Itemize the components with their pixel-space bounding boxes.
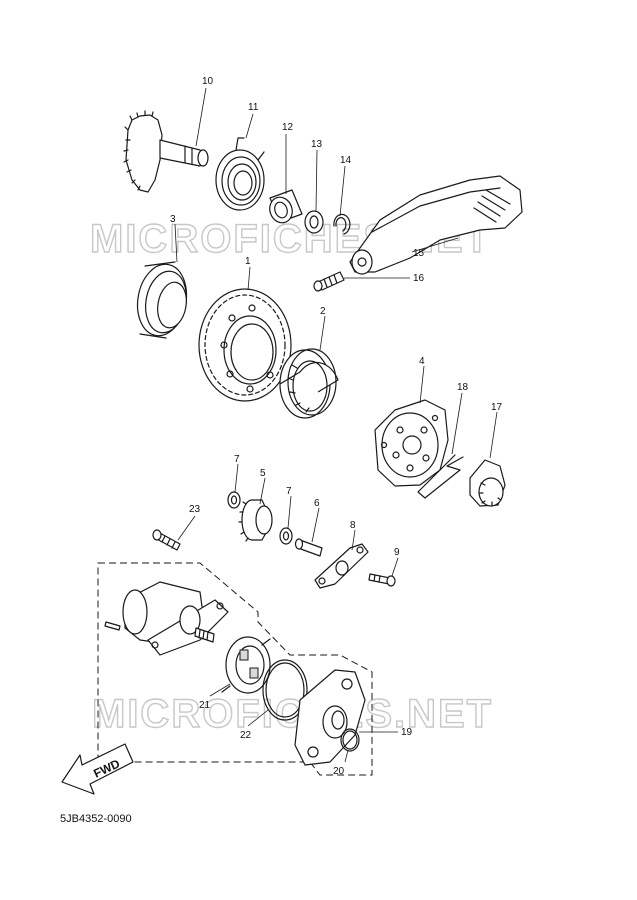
callout-12: 12 xyxy=(282,122,294,133)
callout-8: 8 xyxy=(350,520,356,531)
part-13-washer xyxy=(304,210,324,234)
callout-20: 20 xyxy=(333,766,345,777)
callout-4: 4 xyxy=(419,356,425,367)
part-5-idler-gear xyxy=(238,499,273,542)
watermark-bottom: MICROFICHES.NET xyxy=(92,692,493,736)
callout-9: 9 xyxy=(394,547,400,558)
part-9-bolt xyxy=(368,573,396,587)
part-11-torsion-spring xyxy=(215,137,265,211)
callout-10: 10 xyxy=(202,76,214,87)
callout-16: 16 xyxy=(413,273,425,284)
callout-22: 22 xyxy=(240,730,252,741)
part-1-starter-gear xyxy=(198,288,292,402)
part-14-circlip xyxy=(333,213,351,235)
part-7-washer-b xyxy=(279,527,293,545)
part-3-oil-seal xyxy=(136,261,188,339)
callout-6: 6 xyxy=(314,498,320,509)
callout-11: 11 xyxy=(248,102,259,113)
part-12-collar xyxy=(269,189,303,224)
part-10-kick-shaft xyxy=(123,110,209,193)
part-8-plate xyxy=(314,543,369,589)
callout-18: 18 xyxy=(457,382,469,393)
assembly-boundary xyxy=(97,562,373,776)
part-21-brush-holder xyxy=(221,636,271,694)
callout-23: 23 xyxy=(189,504,201,515)
callout-13: 13 xyxy=(311,139,323,150)
callout-7b: 7 xyxy=(286,486,292,497)
callout-14: 14 xyxy=(340,155,352,166)
starter-end-cover xyxy=(294,669,366,766)
part-2-one-way-clutch xyxy=(279,348,339,419)
part-16-bolt xyxy=(313,271,345,292)
callout-15: 15 xyxy=(413,248,425,259)
callout-3: 3 xyxy=(170,214,176,225)
part-19-o-ring xyxy=(340,728,360,752)
callout-19: 19 xyxy=(401,727,413,738)
starter-motor xyxy=(104,581,229,656)
part-18-spring-clip xyxy=(417,454,464,499)
callout-7a: 7 xyxy=(234,454,240,465)
callout-1: 1 xyxy=(245,256,251,267)
part-17-pinion xyxy=(469,459,506,507)
part-4-plate xyxy=(374,399,449,487)
callout-21: 21 xyxy=(199,700,211,711)
callout-17: 17 xyxy=(491,402,503,413)
part-6-shaft xyxy=(294,538,323,557)
callout-2: 2 xyxy=(320,306,326,317)
part-7-washer-a xyxy=(227,491,241,509)
part-22-o-ring xyxy=(262,659,308,721)
part-23-bolt xyxy=(152,529,181,551)
part-15-kick-crank xyxy=(349,175,523,275)
document-code: 5JB4352-0090 xyxy=(60,813,132,825)
fwd-direction-arrow: FWD xyxy=(61,743,134,795)
callout-5: 5 xyxy=(260,468,266,479)
